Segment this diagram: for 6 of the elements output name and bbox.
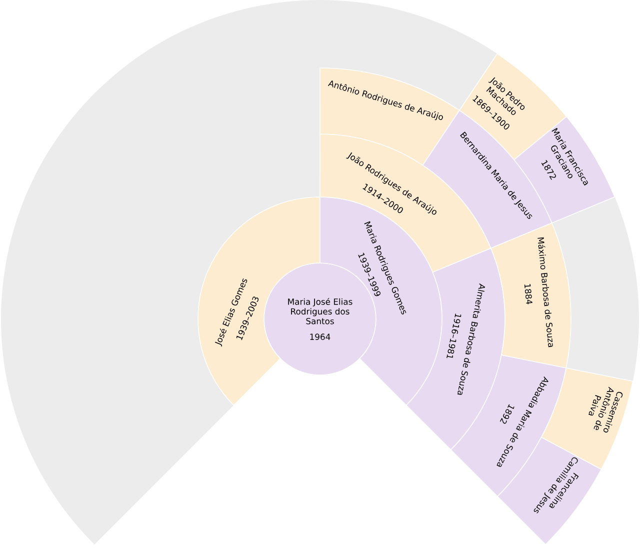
life-dates: 1964 bbox=[310, 334, 330, 340]
person-name: Maria José Elias Rodrigues dos Santos bbox=[288, 298, 352, 324]
person-name: Máximo Barbosa de Souza bbox=[538, 237, 553, 348]
person-sector bbox=[320, 68, 460, 166]
person-sector bbox=[490, 222, 572, 368]
life-dates: 1884 bbox=[524, 284, 532, 304]
